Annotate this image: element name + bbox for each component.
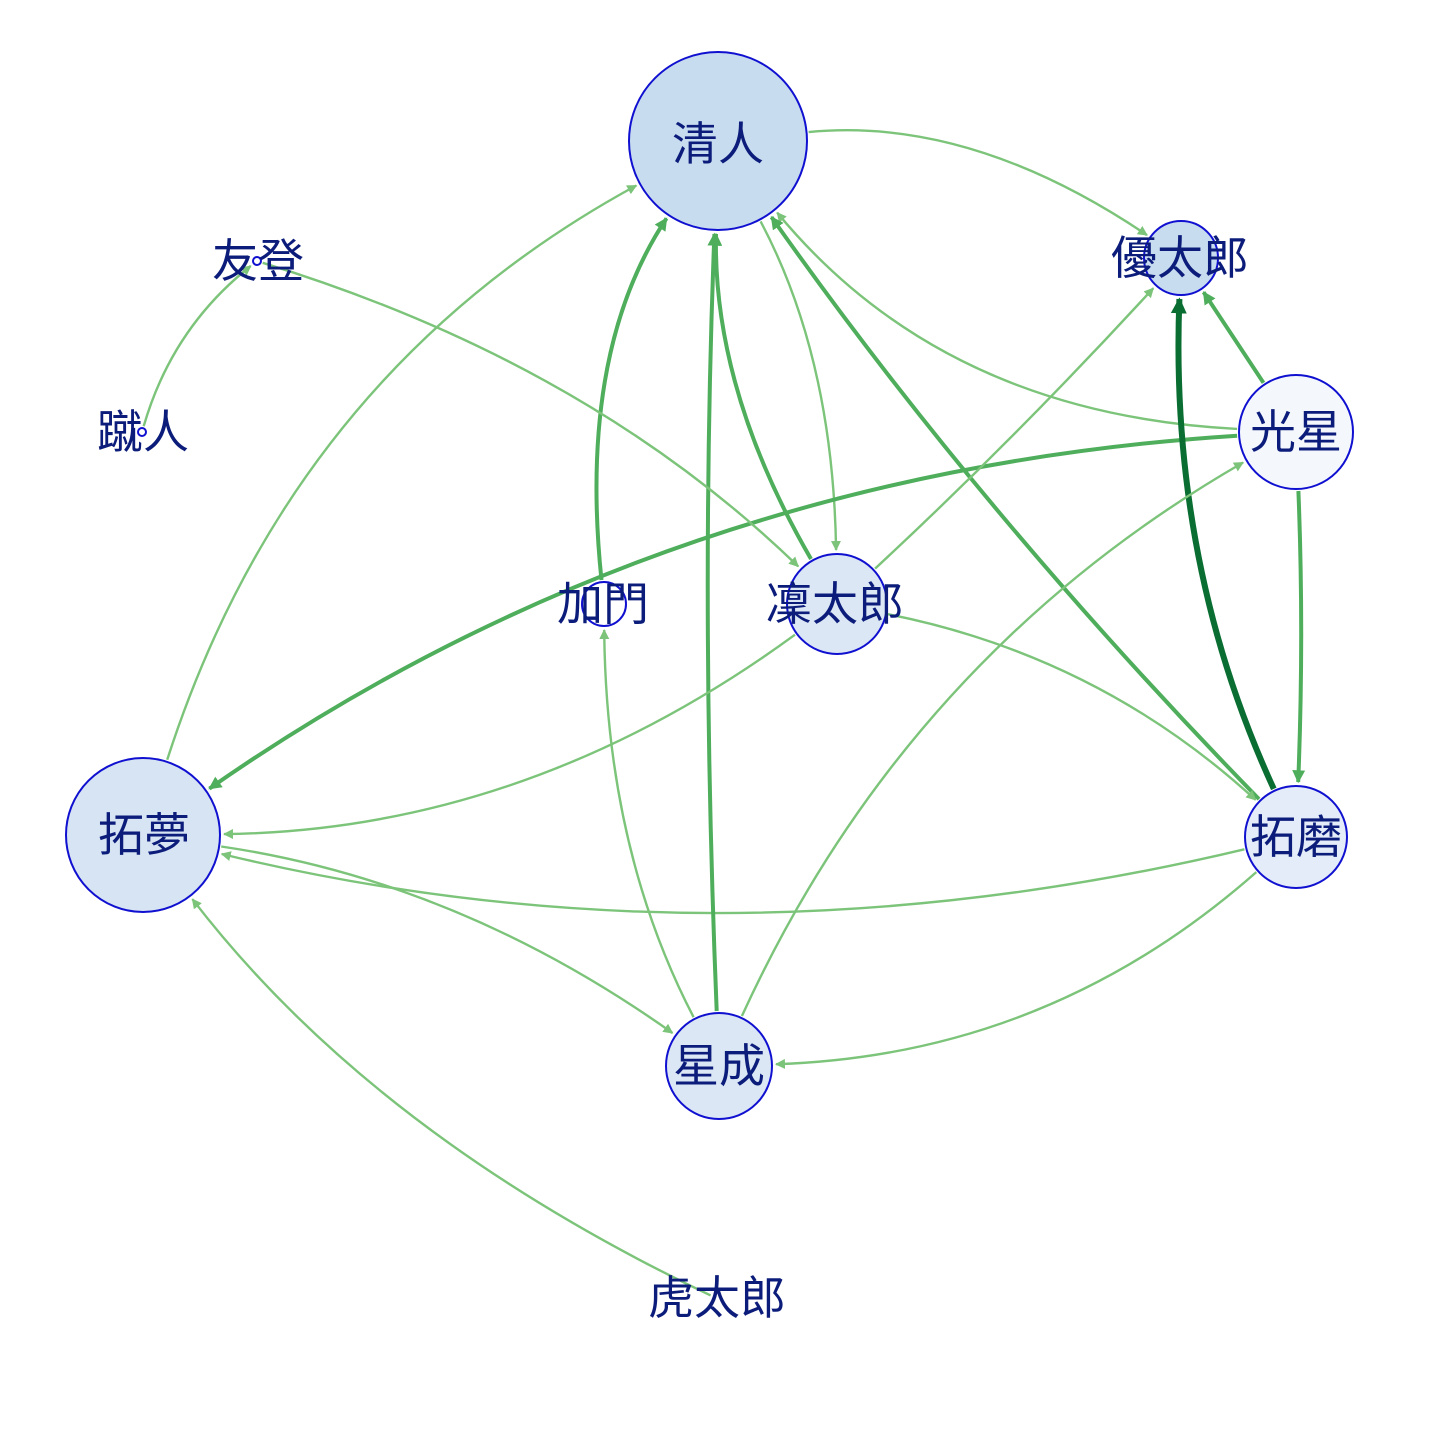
node-circle-yutaro [1143, 220, 1219, 296]
node-circle-kosei [1238, 374, 1354, 490]
edge-kosei-to-kiyoto [776, 211, 1238, 431]
node-label-yutaro: 優太郎 [1111, 231, 1249, 285]
edge-kosei-to-takuma [1292, 490, 1306, 784]
node-circle-rintaro [786, 553, 888, 655]
edge-takuma-to-takumu [220, 848, 1245, 915]
node-label-seina: 星成 [673, 1039, 765, 1093]
node-circle-tomoto [252, 256, 262, 266]
node-label-kosei: 光星 [1250, 405, 1342, 459]
node-seina[interactable]: 星成 [665, 1012, 773, 1120]
node-label-shuto: 蹴人 [97, 405, 189, 459]
edge-rintaro-to-takuma [887, 613, 1257, 801]
edge-kosei-to-takumu [208, 433, 1238, 791]
node-yutaro[interactable]: 優太郎 [1111, 220, 1249, 296]
edge-kotaro-to-takumu [191, 898, 712, 1297]
node-label-tomoto: 友登 [212, 234, 304, 288]
edge-seina-to-kosei [740, 461, 1244, 1017]
node-takuma[interactable]: 拓磨 [1244, 785, 1348, 889]
node-takumu[interactable]: 拓夢 [65, 757, 221, 913]
node-circle-shuto [137, 427, 147, 437]
node-circle-takuma [1244, 785, 1348, 889]
node-rintaro[interactable]: 凜太郎 [766, 553, 904, 655]
edge-kiyoto-to-yutaro [808, 129, 1148, 237]
node-shuto[interactable]: 蹴人 [97, 405, 189, 459]
node-label-kamon: 加門 [557, 577, 649, 631]
edge-rintaro-to-takumu [223, 633, 796, 839]
edge-rintaro-to-yutaro [874, 287, 1155, 570]
edge-shuto-to-tomoto [142, 265, 252, 427]
edge-takuma-to-yutaro [1170, 297, 1277, 791]
node-circle-takumu [65, 757, 221, 913]
edge-rintaro-to-kiyoto [709, 232, 813, 561]
node-circle-kiyoto [628, 51, 808, 231]
edge-takuma-to-seina [775, 871, 1258, 1069]
edge-takumu-to-kiyoto [166, 184, 638, 761]
node-circle-kamon [581, 581, 627, 627]
node-kamon[interactable]: 加門 [557, 577, 649, 631]
node-label-kotaro: 虎太郎 [648, 1271, 786, 1325]
node-kotaro[interactable]: 虎太郎 [648, 1271, 786, 1325]
edge-takuma-to-kiyoto [769, 215, 1261, 801]
node-kosei[interactable]: 光星 [1238, 374, 1354, 490]
edge-seina-to-kiyoto [705, 232, 721, 1012]
edge-kosei-to-yutaro [1201, 291, 1266, 384]
node-kiyoto[interactable]: 清人 [628, 51, 808, 231]
node-circle-seina [665, 1012, 773, 1120]
edge-tomoto-to-rintaro [262, 261, 800, 568]
node-label-rintaro: 凜太郎 [766, 577, 904, 631]
edge-takumu-to-seina [221, 845, 674, 1034]
edge-layer [142, 129, 1306, 1297]
node-tomoto[interactable]: 友登 [212, 234, 304, 288]
edge-seina-to-kamon [599, 629, 695, 1018]
node-label-kiyoto: 清人 [672, 117, 764, 171]
node-label-takumu: 拓夢 [98, 808, 190, 862]
node-label-takuma: 拓磨 [1250, 810, 1342, 864]
edge-kamon-to-kiyoto [594, 217, 669, 581]
